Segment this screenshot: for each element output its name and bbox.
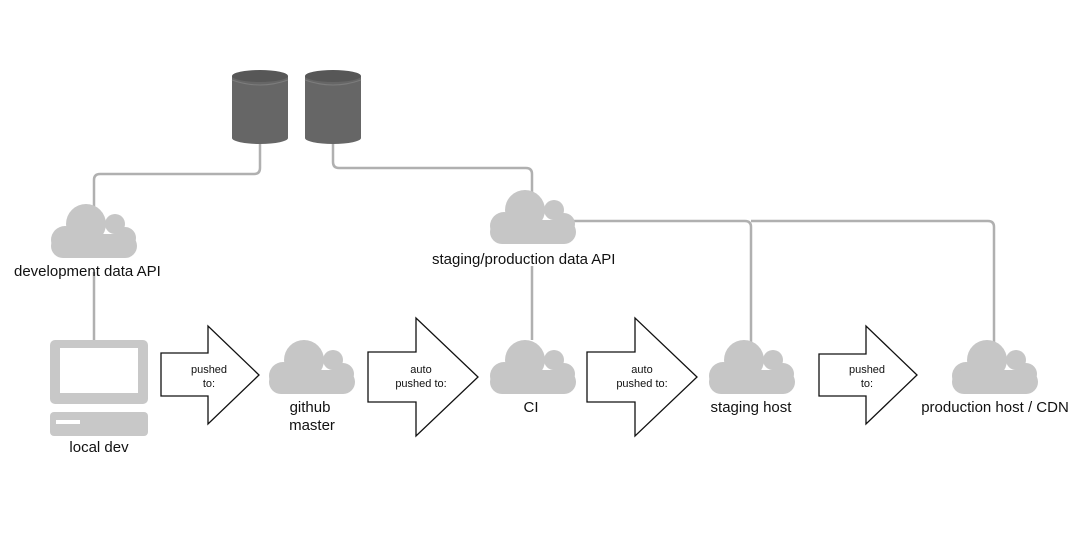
arrow-label-line1: pushed [849, 364, 885, 376]
database-icon [231, 70, 289, 144]
connector-db2-prod-api [331, 138, 534, 196]
staging-cloud-icon [709, 340, 795, 394]
github-label-line1: github [290, 399, 331, 416]
production-label: production host / CDN [921, 399, 1069, 416]
production-cloud-icon [952, 340, 1038, 394]
arrow-auto-pushed-to-2: auto pushed to: [586, 316, 698, 438]
arrow-label-line1: auto [631, 364, 652, 376]
arrow-label-line1: auto [410, 364, 431, 376]
database-icon [304, 70, 362, 144]
prod-api-cloud-icon [490, 190, 576, 244]
prod-api-label: staging/production data API [432, 251, 615, 268]
arrow-label-line2: pushed to: [616, 378, 667, 390]
arrow-label-line2: pushed to: [395, 378, 446, 390]
arrow-label-line1: pushed [191, 364, 227, 376]
github-label-line2: master [289, 417, 335, 434]
dev-api-label: development data API [14, 263, 161, 280]
connector-db1-dev-api [92, 138, 262, 212]
arrow-pushed-to-2: pushed to: [818, 324, 918, 426]
ci-label: CI [524, 399, 539, 416]
dev-api-cloud-icon [51, 204, 137, 258]
local-dev-label: local dev [69, 439, 129, 456]
arrow-pushed-to-1: pushed to: [160, 324, 260, 426]
arrow-label-line2: to: [861, 378, 873, 390]
connector-prod-api-staging [568, 219, 753, 342]
computer-icon [50, 340, 148, 436]
connector-lines [92, 138, 996, 342]
connector-prod-api-production [751, 219, 996, 342]
github-cloud-icon [269, 340, 355, 394]
arrow-auto-pushed-to-1: auto pushed to: [367, 316, 479, 438]
ci-cloud-icon [490, 340, 576, 394]
arrow-label-line2: to: [203, 378, 215, 390]
staging-label: staging host [711, 399, 793, 416]
